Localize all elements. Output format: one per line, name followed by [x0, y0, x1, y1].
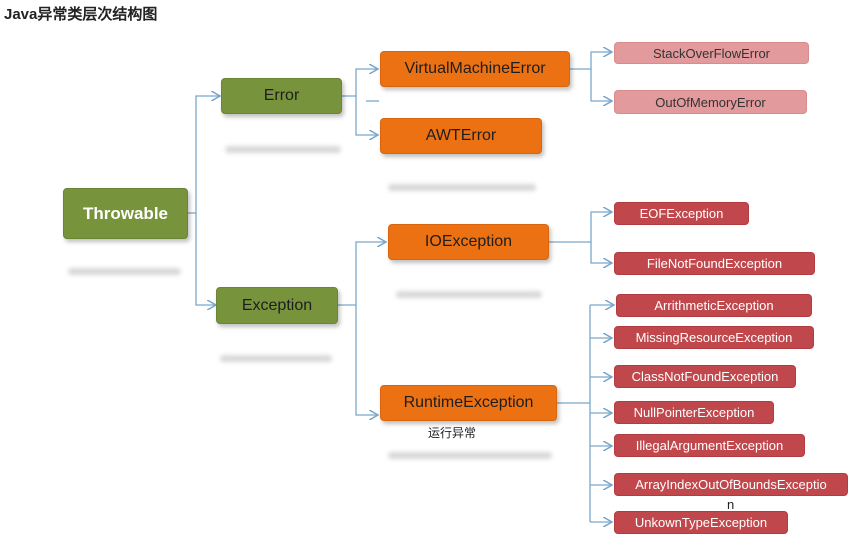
runtime-exception-node: RuntimeException — [380, 385, 557, 421]
io-exception-node: IOException — [388, 224, 549, 260]
reflection-shadow — [68, 268, 181, 275]
file-not-found-exception-node: FileNotFoundException — [614, 252, 815, 275]
reflection-shadow — [388, 184, 536, 191]
array-index-out-of-bounds-exception-node: ArrayIndexOutOfBoundsExceptio — [614, 473, 848, 496]
reflection-shadow — [388, 452, 552, 459]
exception-node: Exception — [216, 287, 338, 324]
error-node: Error — [221, 78, 342, 114]
class-not-found-exception-node: ClassNotFoundException — [614, 365, 796, 388]
runtime-note: 运行异常 — [428, 426, 477, 440]
out-of-memory-error-node: OutOfMemoryError — [614, 90, 807, 114]
arithmetic-exception-node: ArrithmeticException — [616, 294, 812, 317]
null-pointer-exception-node: NullPointerException — [614, 401, 774, 424]
stack-overflow-error-node: StackOverFlowError — [614, 42, 809, 64]
array-index-wrap-text: n — [727, 497, 735, 512]
reflection-shadow — [396, 291, 542, 298]
awt-error-node: AWTError — [380, 118, 542, 154]
reflection-shadow — [225, 146, 341, 153]
reflection-shadow — [220, 355, 332, 362]
unknown-type-exception-node: UnkownTypeException — [614, 511, 788, 534]
diagram-title: Java异常类层次结构图 — [4, 6, 158, 23]
eof-exception-node: EOFException — [614, 202, 749, 225]
throwable-node: Throwable — [63, 188, 188, 239]
virtual-machine-error-node: VirtualMachineError — [380, 51, 570, 87]
illegal-argument-exception-node: IllegalArgumentException — [614, 434, 805, 457]
missing-resource-exception-node: MissingResourceException — [614, 326, 814, 349]
